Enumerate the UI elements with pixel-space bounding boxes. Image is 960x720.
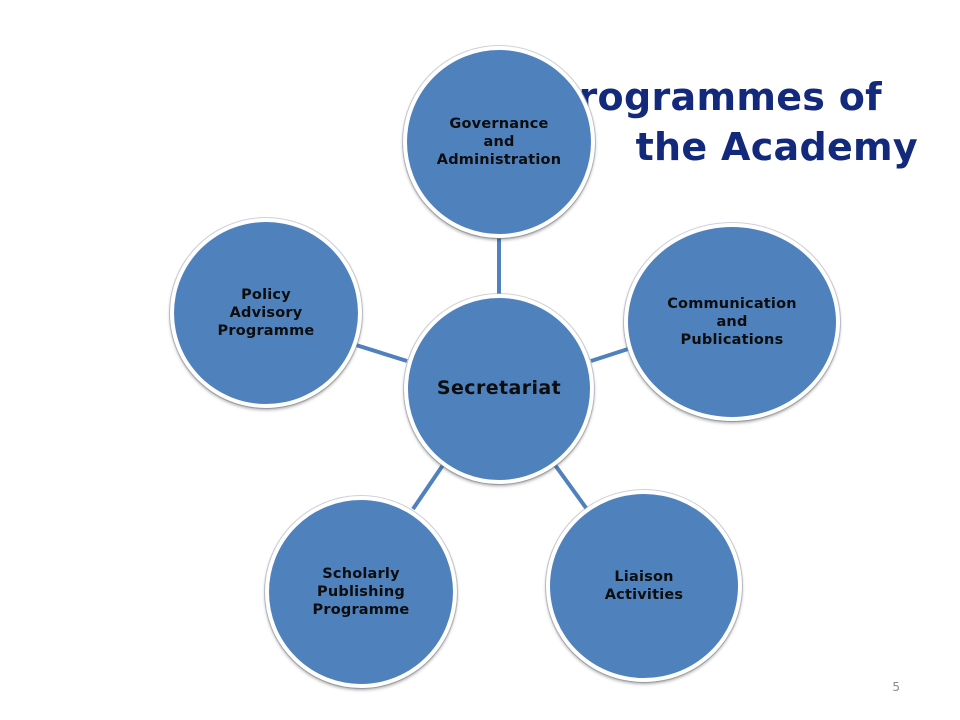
node-communication: Communication and Publications <box>624 223 840 421</box>
connector-policy <box>355 343 408 363</box>
node-scholarly: Scholarly Publishing Programme <box>265 496 457 688</box>
node-secretariat: Secretariat <box>404 294 594 484</box>
connector-scholarly <box>411 463 445 511</box>
title-line-2: the Academy <box>635 125 918 170</box>
node-communication-label: Communication and Publications <box>667 295 797 349</box>
connector-communication <box>590 347 629 363</box>
node-policy-label: Policy Advisory Programme <box>217 286 315 340</box>
node-liaison: Liaison Activities <box>546 490 742 682</box>
node-policy: Policy Advisory Programme <box>170 218 362 408</box>
node-secretariat-label: Secretariat <box>436 377 562 400</box>
connector-liaison <box>553 463 591 514</box>
node-governance-label: Governance and Administration <box>436 115 562 169</box>
node-scholarly-label: Scholarly Publishing Programme <box>312 565 410 619</box>
page-number: 5 <box>892 680 900 694</box>
title-line-1: Programmes of <box>550 75 882 119</box>
slide-title: Programmes of the Academy <box>550 72 918 172</box>
node-governance: Governance and Administration <box>403 46 595 238</box>
node-liaison-label: Liaison Activities <box>604 568 684 603</box>
